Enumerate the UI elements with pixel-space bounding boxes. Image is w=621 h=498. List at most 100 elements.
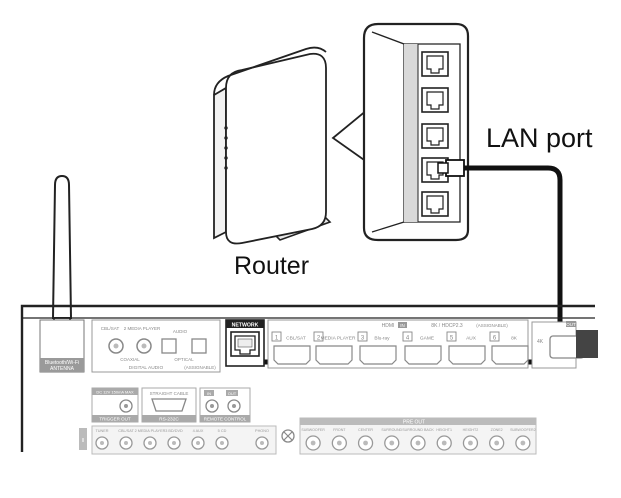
hdmi-out-label: 4K [537,339,544,345]
optical-top-label: AUDIO [173,329,188,334]
router-lan-port-5 [421,191,449,217]
optical-jack-1 [161,338,177,354]
pre-out-jack: SUBWOOFER2 [510,428,536,451]
antenna-label-2: ANTENNA [50,366,75,372]
network-label: NETWORK [232,323,259,329]
rs232-label: RS-232C [159,417,179,423]
hdmi-input-name: 8K [511,336,518,342]
input-marker-label: II [82,438,85,444]
analog-input-label: 3 BD/DVD [165,429,183,433]
hdmi-out-block: OUT 4K [531,321,598,369]
hdmi-input-name: MEDIA PLAYER [321,336,356,342]
pre-out-jack: HEIGHT1 [436,428,452,451]
trigger-spec-label: DC 12V 150mA MAX [96,390,134,395]
hdmi-input-number: 1 [275,336,279,342]
hdmi-input-6: 6 8K [489,331,529,365]
pre-out-jack: ZONE2 [489,428,505,451]
hdmi-input-number: 6 [493,336,497,342]
pre-out-channel-label: CENTER [358,428,373,432]
pre-out-channel-label: FRONT [333,428,346,432]
lan-port-label: LAN port [486,123,593,153]
hdmi-8k-label: 8K / HDCP2.3 [431,323,463,329]
analog-input-label: 5 CD [218,429,227,433]
remote-in-label: IN [207,391,211,396]
hdmi-header: HDMI [382,323,395,329]
pre-out-channel-label: ZONE2 [491,428,503,432]
analog-input-jack: PHONO [255,429,269,450]
pre-out-channel-label: HEIGHT1 [436,428,452,432]
digital-audio-label: DIGITAL AUDIO [129,365,164,371]
remote-control-label: REMOTE CONTROL [204,417,247,422]
antenna-label-1: Bluetooth/Wi-Fi [45,360,79,366]
analog-input-jack: 5 CD [215,429,229,450]
analog-input-jack: TUNER [95,429,109,450]
trigger-out-label: TRIGGER OUT [99,417,131,422]
control-block: DC 12V 150mA MAX TRIGGER OUT STRAIGHT CA… [91,387,251,423]
hdmi-connector [491,345,529,365]
hdmi-input-number: 4 [406,336,410,342]
rs232-connector [151,398,187,412]
router-top-edge [213,46,327,96]
pre-out-jack: CENTER [357,428,373,451]
router-lan-port-3 [421,123,449,149]
router-port-panel [362,22,470,242]
analog-input-label: 4 AUX [193,429,204,433]
optical-jack-2 [191,338,207,354]
router-lan-port-2 [421,87,449,113]
analog-input-jack: 4 AUX [191,429,205,450]
hdmi-input-3: 3 Blu-ray [357,331,397,365]
hdmi-out-tag: OUT [566,322,576,327]
hdmi-connector [315,345,353,365]
analog-input-jack: CBL/SAT [118,429,134,450]
analog-input-jack: 3 BD/DVD [165,429,183,450]
router-lan-port-1 [421,51,449,77]
digital-audio-block: CBL/SAT 2 MEDIA PLAYER AUDIO COAXIAL OPT… [91,319,221,373]
hdmi-input-number: 5 [450,336,454,342]
hdmi-connector [448,345,486,365]
hdmi-input-name: AUX [466,336,477,342]
coaxial-label: COAXIAL [120,357,140,362]
hdmi-input-name: CBL/SAT [286,336,306,342]
digital-assignable-label: (ASSIGNABLE) [184,365,216,370]
pre-out-jack: SURROUND BACK [402,428,434,451]
network-port-block: NETWORK [225,319,265,367]
router-ethernet-ports [421,51,449,217]
analog-input-label: 2 MEDIA PLAYER [135,429,166,433]
analog-input-label: CBL/SAT [118,429,134,433]
optical-label: OPTICAL [174,357,194,362]
pre-out-channel-label: SUBWOOFER [301,428,325,432]
router-label: Router [234,252,310,280]
hdmi-input-number: 2 [317,336,321,342]
hdmi-assignable-label: (ASSIGNABLE) [476,323,508,328]
pre-out-jack: SUBWOOFER [301,428,325,451]
hdmi-connector [404,345,442,365]
pre-out-channel-label: SUBWOOFER2 [510,428,536,432]
remote-out-label: OUT [228,391,237,396]
input-marker [79,428,87,450]
router-side [213,86,227,240]
pre-out-channel-label: SURROUND BACK [402,428,434,432]
hdmi-input-name: GAME [420,336,434,342]
router-led-icons [224,126,228,170]
hdmi-input-name: Blu-ray [374,336,390,342]
pre-out-jack: FRONT [331,428,347,451]
analog-input-label: PHONO [255,429,269,433]
pre-out-channel-label: HEIGHT2 [463,428,479,432]
hdmi-in-tag: IN [400,323,405,328]
pre-out-label: PRE OUT [403,420,425,426]
receiver-back-panel [20,304,595,452]
hdmi-connector [359,345,397,365]
hdmi-input-1: 1 CBL/SAT [271,331,311,365]
analog-input-jack: 2 MEDIA PLAYER [135,429,166,450]
coaxial-1-label: CBL/SAT [101,326,120,331]
hdmi-input-number: 3 [361,336,365,342]
analog-input-label: TUNER [95,429,108,433]
coaxial-2-label: 2 MEDIA PLAYER [124,326,161,331]
pre-out-jack: HEIGHT2 [463,428,479,451]
